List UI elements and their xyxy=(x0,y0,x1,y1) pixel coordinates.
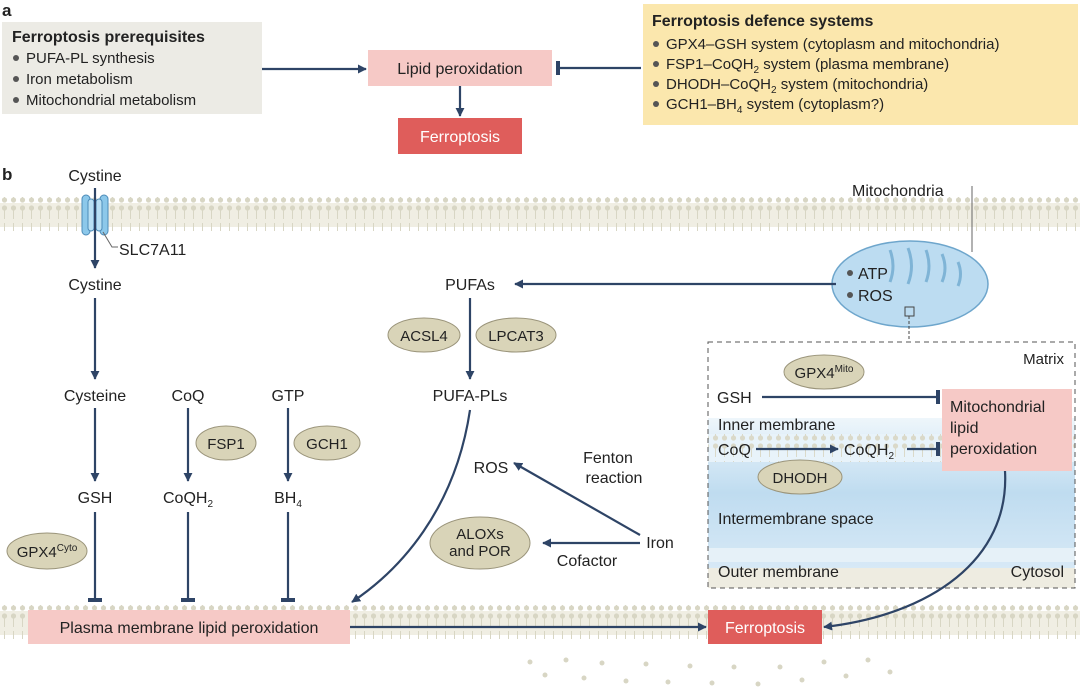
mito-ros-label: ROS xyxy=(858,288,893,305)
fsp1-enzyme xyxy=(195,425,257,461)
budding-lipids xyxy=(527,657,893,687)
coqh2-label: CoQH2 xyxy=(163,490,213,510)
lpcat3-label: LPCAT3 xyxy=(488,328,544,345)
slc7a11-transporter xyxy=(81,194,109,236)
inset-coqh2-label: CoQH2 xyxy=(844,442,894,462)
slc7a11-leader xyxy=(102,231,118,248)
defence-title: Ferroptosis defence systems xyxy=(652,13,874,30)
cystine-outside: Cystine xyxy=(68,168,121,185)
fenton-arrow xyxy=(513,462,641,536)
slc7a11-label: SLC7A11 xyxy=(119,242,186,259)
dhodh-label: DHODH xyxy=(773,470,828,487)
iron-label: Iron xyxy=(646,535,674,552)
matrix-label: Matrix xyxy=(1023,351,1064,368)
defence-item: GPX4–GSH system (cytoplasm and mitochond… xyxy=(666,36,999,53)
defence-item: GCH1–BH4 system (cytoplasm?) xyxy=(666,96,884,116)
defence-item: DHODH–CoQH2 system (mitochondria) xyxy=(666,76,928,96)
bh4-label: BH4 xyxy=(274,490,302,510)
cofactor-label: Cofactor xyxy=(557,553,618,570)
prereq-item: Iron metabolism xyxy=(26,71,133,88)
outer-membrane-label: Outer membrane xyxy=(718,564,839,581)
cysteine-label: Cysteine xyxy=(64,388,126,405)
panel-a-label: a xyxy=(2,1,12,20)
gpx4-mito-enzyme xyxy=(783,354,865,390)
mito-lipid-perox-box xyxy=(942,389,1072,471)
cytosol-label: Cytosol xyxy=(1011,564,1064,581)
ferroptosis-box-b xyxy=(708,610,822,644)
gtp-label: GTP xyxy=(272,388,305,405)
panel-b-label: b xyxy=(2,165,12,184)
pufa-pls-label: PUFA-PLs xyxy=(433,388,508,405)
intermembrane-label: Intermembrane space xyxy=(718,511,874,528)
defence-item: FSP1–CoQH2 system (plasma membrane) xyxy=(666,56,949,76)
fsp1-label: FSP1 xyxy=(207,436,245,453)
cystine-inside: Cystine xyxy=(68,277,121,294)
ferroptosis-label-b: Ferroptosis xyxy=(725,620,805,637)
mitochondrion xyxy=(831,240,989,328)
atp-label: ATP xyxy=(858,266,888,283)
acsl4-enzyme xyxy=(387,317,461,353)
acsl4-label: ACSL4 xyxy=(400,328,448,345)
gch1-enzyme xyxy=(293,425,361,461)
lpcat3-enzyme xyxy=(475,317,557,353)
ros-label: ROS xyxy=(474,460,509,477)
inset-gsh-label: GSH xyxy=(717,390,752,407)
mitolp-to-ferroptosis-arrow xyxy=(823,470,1007,631)
gsh-label: GSH xyxy=(78,490,113,507)
prerequisites-title: Ferroptosis prerequisites xyxy=(12,29,205,46)
aloxs-enzyme xyxy=(429,516,531,570)
top-membrane xyxy=(0,197,1080,231)
ferroptosis-box-a xyxy=(398,118,522,154)
pm-lipid-perox-label: Plasma membrane lipid peroxidation xyxy=(60,620,319,637)
pufas-label: PUFAs xyxy=(445,277,495,294)
gpx4-cyto-label: GPX4Cyto xyxy=(17,543,78,561)
mitochondria-label: Mitochondria xyxy=(852,183,944,200)
prereq-item: Mitochondrial metabolism xyxy=(26,92,196,109)
gpx4-cyto-enzyme xyxy=(6,532,88,570)
gch1-label: GCH1 xyxy=(306,436,348,453)
lipid-peroxidation-label: Lipid peroxidation xyxy=(397,61,522,78)
inner-membrane-label: Inner membrane xyxy=(718,417,835,434)
ferroptosis-label-a: Ferroptosis xyxy=(420,129,500,146)
lipid-peroxidation-box xyxy=(368,50,552,86)
pufapl-to-pmlp-arrow xyxy=(351,409,472,603)
inset-coq-label: CoQ xyxy=(718,442,751,459)
coq-label: CoQ xyxy=(172,388,205,405)
pm-lipid-perox-box xyxy=(28,610,350,644)
prereq-item: PUFA-PL synthesis xyxy=(26,50,155,67)
dhodh-enzyme xyxy=(757,459,843,495)
defence-box: Ferroptosis defence systems GPX4–GSH sys… xyxy=(643,4,1078,125)
gpx4-mito-label: GPX4Mito xyxy=(795,364,854,382)
prerequisites-box: Ferroptosis prerequisites PUFA-PL synthe… xyxy=(2,22,262,114)
